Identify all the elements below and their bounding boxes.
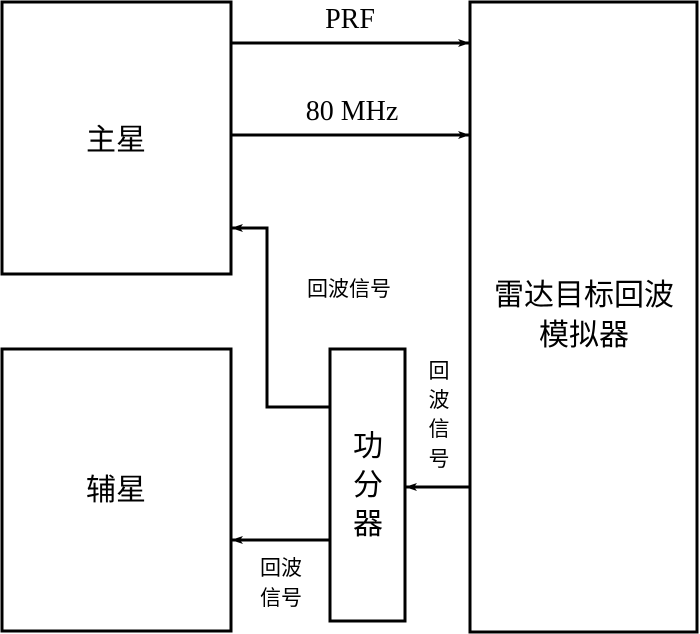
- echo-to-aux-label-1: 回波: [260, 556, 302, 580]
- echo-to-main-arrow: 回波信号: [231, 224, 391, 409]
- echo-from-sim-label-4: 号: [429, 447, 450, 471]
- power-divider-label-2: 分: [353, 468, 383, 503]
- main-satellite-block: 主星: [0, 0, 233, 276]
- echo-to-aux-label-2: 信号: [260, 586, 302, 610]
- aux-satellite-label: 辅星: [86, 473, 146, 508]
- clock-signal-arrow: 80 MHz: [231, 96, 470, 139]
- clock-label: 80 MHz: [306, 96, 399, 127]
- power-divider-label-1: 功: [353, 429, 383, 464]
- radar-echo-simulator-block: 雷达目标回波 模拟器: [468, 0, 699, 634]
- power-divider-label-3: 器: [353, 507, 383, 542]
- simulator-label-line2: 模拟器: [539, 318, 629, 353]
- echo-to-aux-arrow: 回波 信号: [231, 536, 330, 610]
- simulator-label-line1: 雷达目标回波: [494, 278, 674, 313]
- echo-from-sim-label-1: 回: [429, 359, 450, 383]
- power-divider-block: 功 分 器: [328, 347, 407, 623]
- main-satellite-label: 主星: [86, 123, 146, 158]
- aux-satellite-block: 辅星: [0, 347, 233, 633]
- prf-label: PRF: [325, 4, 375, 35]
- prf-signal-arrow: PRF: [231, 4, 470, 47]
- echo-from-sim-label-2: 波: [429, 388, 450, 412]
- echo-from-sim-label-3: 信: [429, 417, 450, 441]
- echo-to-main-label: 回波信号: [307, 277, 391, 301]
- echo-from-simulator-arrow: 回 波 信 号: [405, 359, 470, 491]
